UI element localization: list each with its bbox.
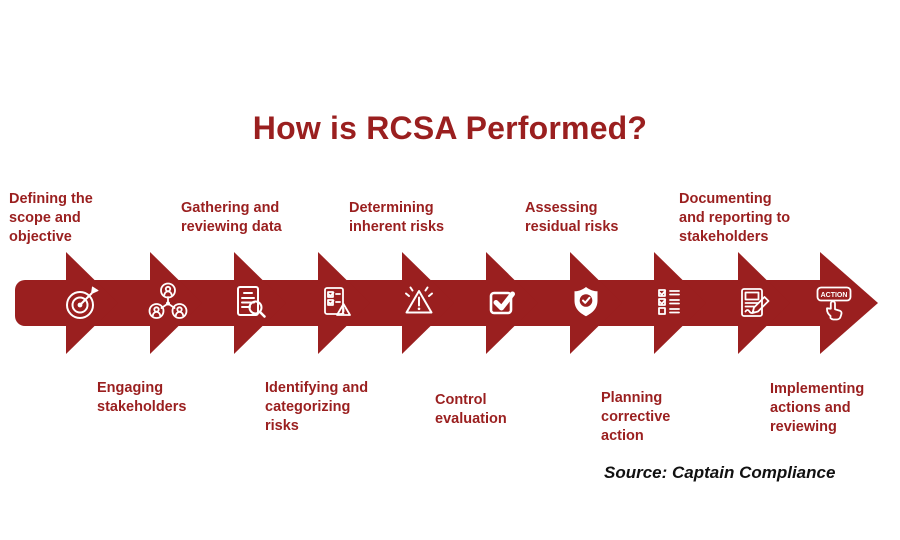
checkbox-check-icon: [480, 280, 524, 324]
step-label-control-evaluation: Control evaluation: [435, 392, 507, 428]
stakeholder-network-icon: [146, 280, 190, 324]
source-credit: Source: Captain Compliance: [604, 463, 836, 482]
shield-check-icon: [564, 280, 608, 324]
action-button-label: ACTION: [821, 292, 848, 299]
step-label-corrective-action: Planning corrective action: [601, 390, 671, 445]
page-title: How is RCSA Performed?: [252, 110, 648, 146]
step-label-implementing-actions: Implementing actions and reviewing: [770, 381, 865, 436]
task-list-icon: [647, 280, 691, 324]
step-label-gathering-data: Gathering and reviewing data: [181, 200, 282, 236]
action-click-icon: ACTION: [812, 280, 856, 324]
step-label-inherent-risks: Determining inherent risks: [349, 200, 445, 236]
step-label-residual-risks: Assessing residual risks: [525, 200, 619, 236]
checklist-warning-icon: [313, 280, 357, 324]
document-magnifier-icon: [228, 280, 272, 324]
step-label-identifying-risks: Identifying and categorizing risks: [265, 380, 369, 435]
warning-triangle-icon: [397, 280, 441, 324]
step-label-defining-scope: Defining the scope and objective: [9, 191, 93, 246]
document-pen-icon: [731, 280, 775, 324]
step-label-engaging-stakeholders: Engaging stakeholders: [97, 380, 187, 416]
target-dart-icon: [60, 280, 104, 324]
step-label-documenting-reporting: Documenting and reporting to stakeholder…: [679, 191, 791, 246]
